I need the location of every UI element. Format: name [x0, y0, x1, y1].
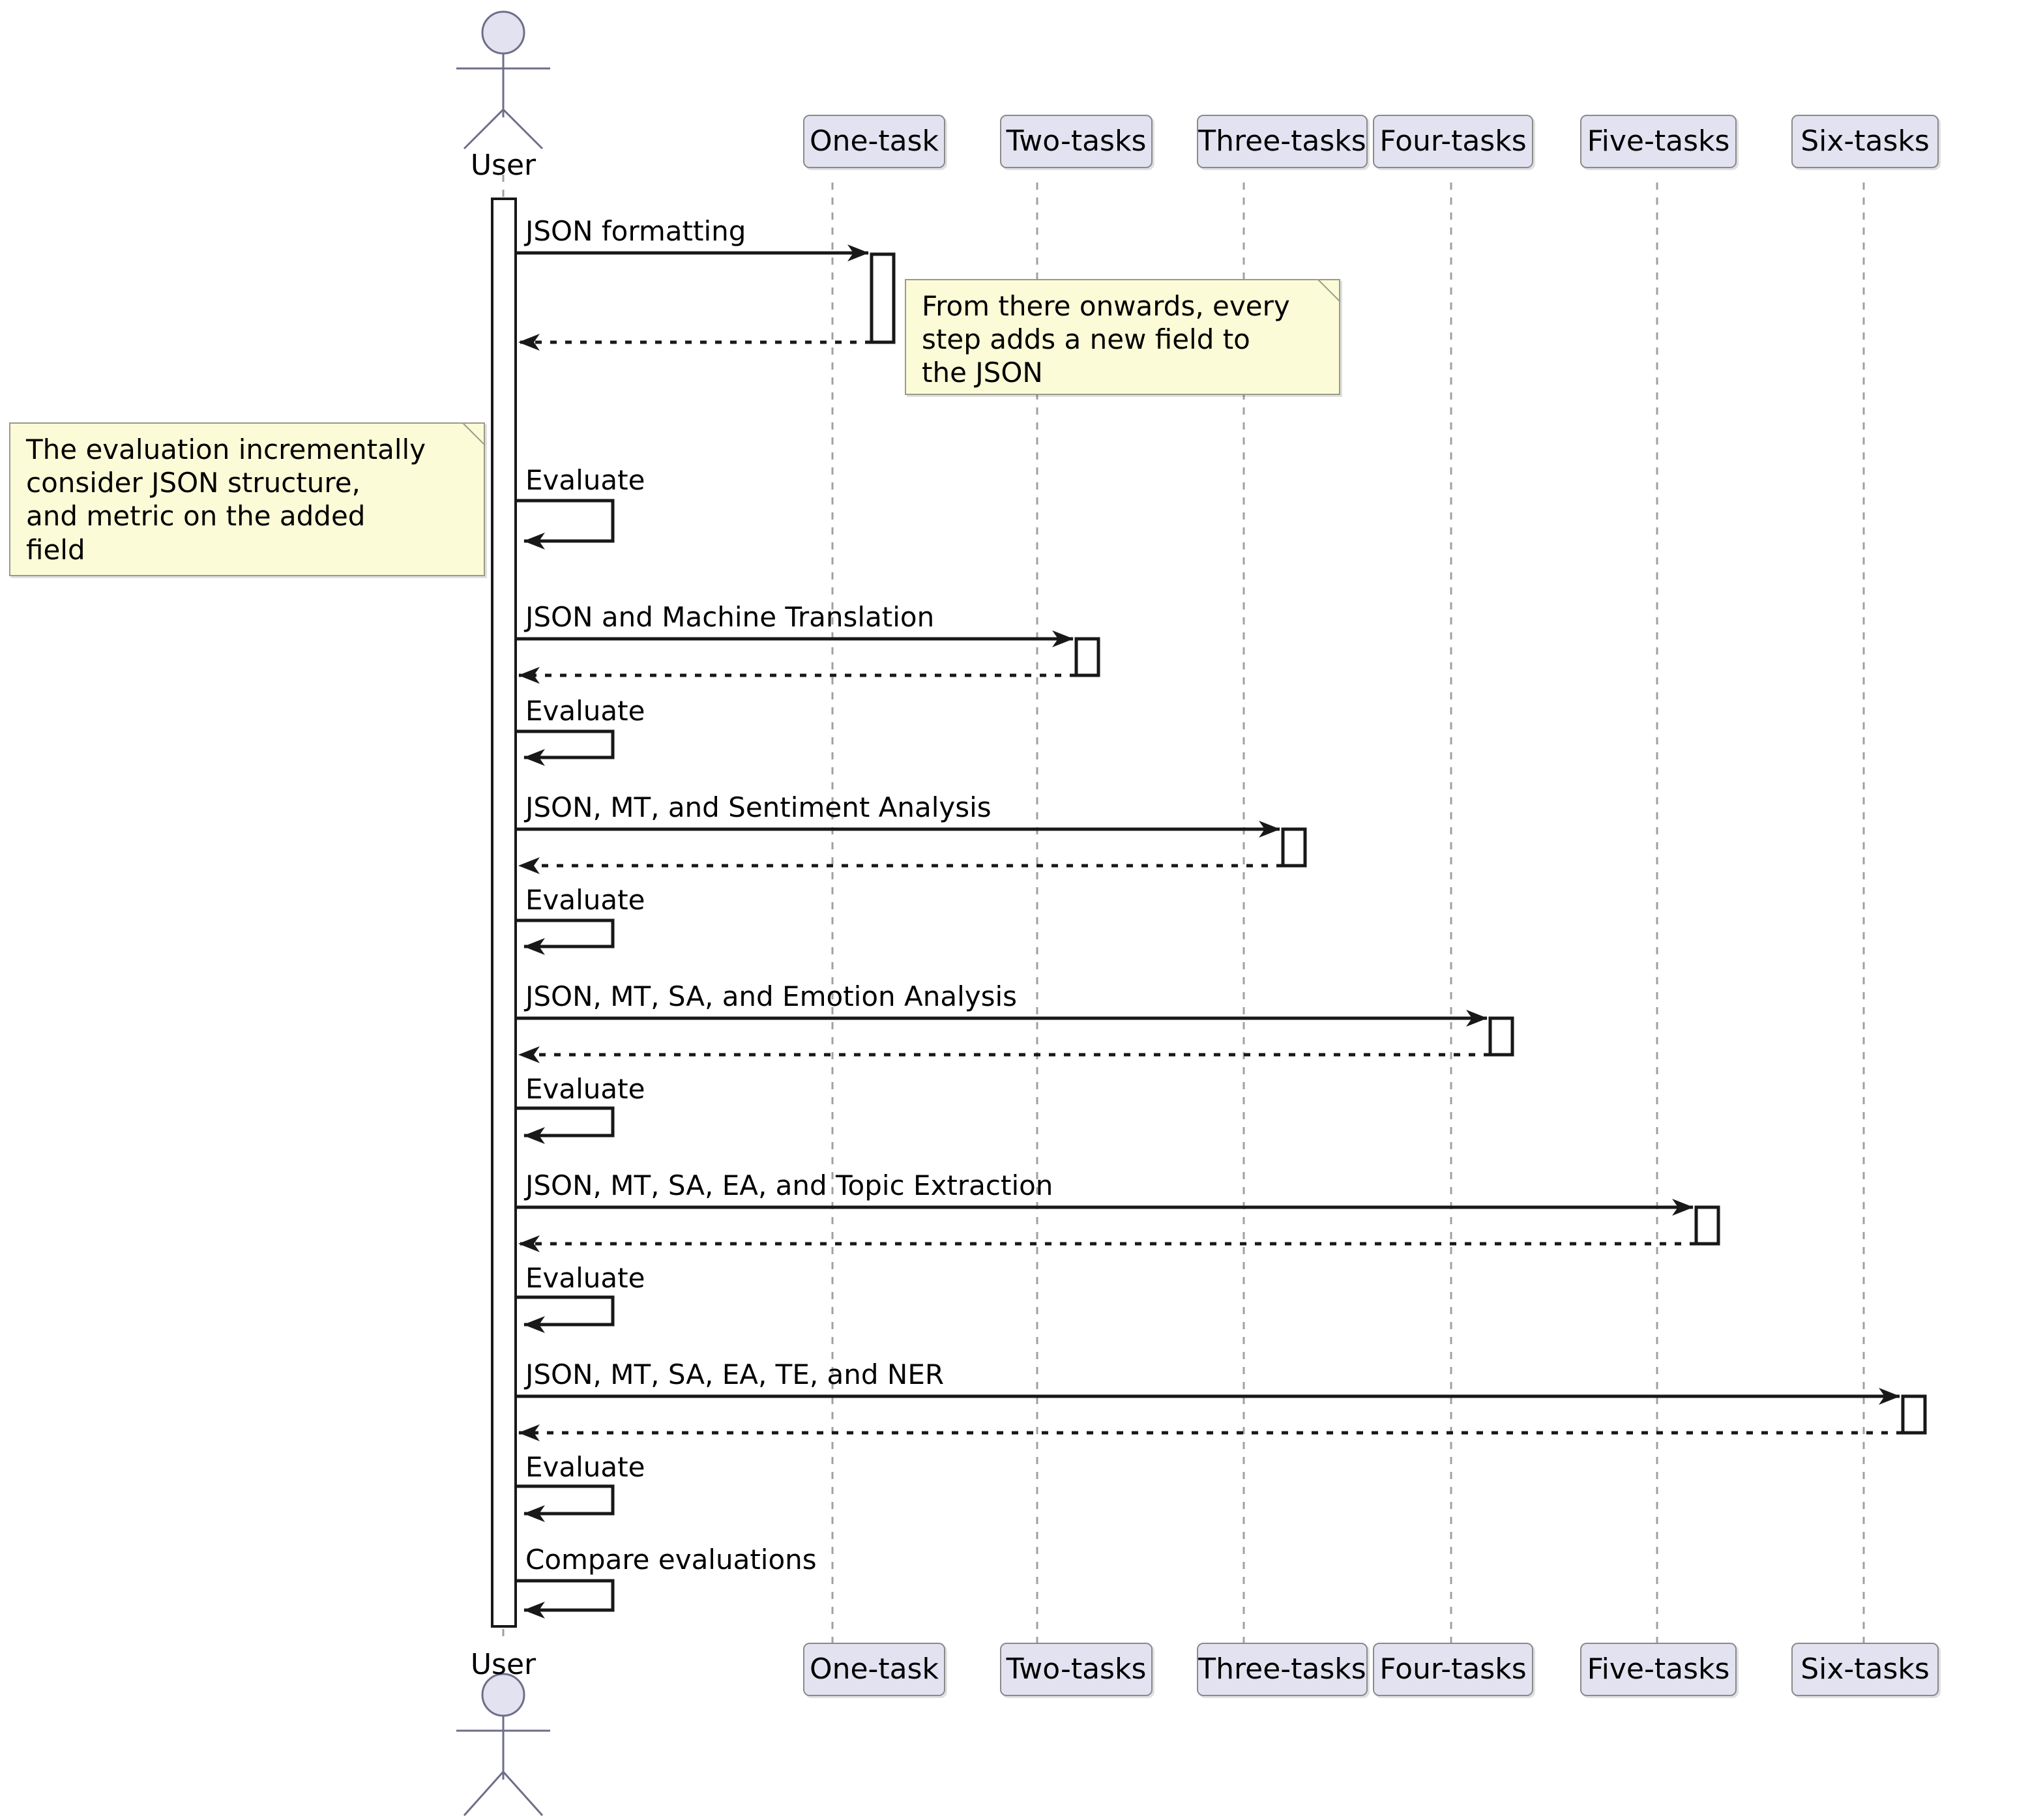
actor-leg-right-bottom — [502, 1770, 544, 1817]
participant-one-task-top[interactable]: One-task — [803, 115, 945, 168]
actor-user-top — [456, 10, 550, 150]
message-label-json-mt-sa-ea-topic-extraction: JSON, MT, SA, EA, and Topic Extraction — [525, 1169, 1053, 1201]
message-label-json-mt-sa-emotion-analysis: JSON, MT, SA, and Emotion Analysis — [525, 980, 1018, 1012]
message-self-compare-evaluations — [516, 1579, 615, 1619]
actor-leg-right — [502, 108, 544, 150]
message-label-json-mt-sa-ea-te-ner: JSON, MT, SA, EA, TE, and NER — [525, 1358, 945, 1390]
note-right-of-one-task: From there onwards, every step adds a ne… — [905, 279, 1340, 395]
actor-leg-left-bottom — [463, 1770, 505, 1817]
message-label-json-mt-sentiment-analysis: JSON, MT, and Sentiment Analysis — [525, 791, 992, 823]
participant-three-tasks-top[interactable]: Three-tasks — [1197, 115, 1368, 168]
message-self-evaluate-5 — [516, 1295, 615, 1333]
note-line: the JSON — [922, 357, 1043, 389]
actor-label-bottom: User — [470, 1648, 536, 1681]
message-self-evaluate-3 — [516, 918, 615, 955]
participant-four-tasks-top[interactable]: Four-tasks — [1373, 115, 1533, 168]
participant-two-tasks-bottom[interactable]: Two-tasks — [1000, 1643, 1153, 1696]
actor-user-bottom — [456, 1673, 550, 1817]
note-line: field — [26, 533, 85, 566]
participant-three-tasks-bottom[interactable]: Three-tasks — [1197, 1643, 1368, 1696]
message-label-json-and-machine-translation: JSON and Machine Translation — [525, 601, 935, 633]
participant-one-task-bottom[interactable]: One-task — [803, 1643, 945, 1696]
activation-one-task — [870, 252, 896, 344]
message-label-evaluate-3: Evaluate — [525, 884, 645, 916]
activation-three-tasks — [1281, 827, 1307, 868]
participant-six-tasks-top[interactable]: Six-tasks — [1791, 115, 1939, 168]
participant-five-tasks-bottom[interactable]: Five-tasks — [1580, 1643, 1737, 1696]
activation-user — [491, 198, 517, 1628]
activation-four-tasks — [1488, 1016, 1514, 1057]
message-self-evaluate-4 — [516, 1106, 615, 1144]
message-label-evaluate-2: Evaluate — [525, 695, 645, 727]
actor-label-top: User — [470, 149, 536, 182]
message-label-evaluate-6: Evaluate — [525, 1451, 645, 1483]
activation-five-tasks — [1694, 1205, 1720, 1246]
message-self-evaluate-6 — [516, 1484, 615, 1522]
participant-four-tasks-bottom[interactable]: Four-tasks — [1373, 1643, 1533, 1696]
note-line: step adds a new field to — [922, 323, 1250, 356]
message-label-evaluate-4: Evaluate — [525, 1073, 645, 1105]
actor-head-icon — [481, 10, 525, 55]
actor-leg-left — [463, 108, 505, 150]
participant-five-tasks-top[interactable]: Five-tasks — [1580, 115, 1737, 168]
message-label-compare-evaluations: Compare evaluations — [525, 1544, 817, 1576]
note-line: The evaluation incrementally — [26, 433, 426, 465]
participant-six-tasks-bottom[interactable]: Six-tasks — [1791, 1643, 1939, 1696]
message-label-evaluate-1: Evaluate — [525, 464, 645, 496]
activation-six-tasks — [1901, 1394, 1927, 1435]
activation-two-tasks — [1074, 637, 1100, 677]
note-line: From there onwards, every — [922, 290, 1290, 322]
message-self-evaluate-1 — [516, 499, 615, 550]
message-label-json-formatting: JSON formatting — [525, 215, 746, 247]
message-label-evaluate-5: Evaluate — [525, 1262, 645, 1294]
note-line: and metric on the added — [26, 500, 366, 533]
message-self-evaluate-2 — [516, 729, 615, 766]
note-line: consider JSON structure, — [26, 467, 360, 499]
note-left-of-user: The evaluation incrementally consider JS… — [9, 422, 485, 576]
participant-two-tasks-top[interactable]: Two-tasks — [1000, 115, 1153, 168]
